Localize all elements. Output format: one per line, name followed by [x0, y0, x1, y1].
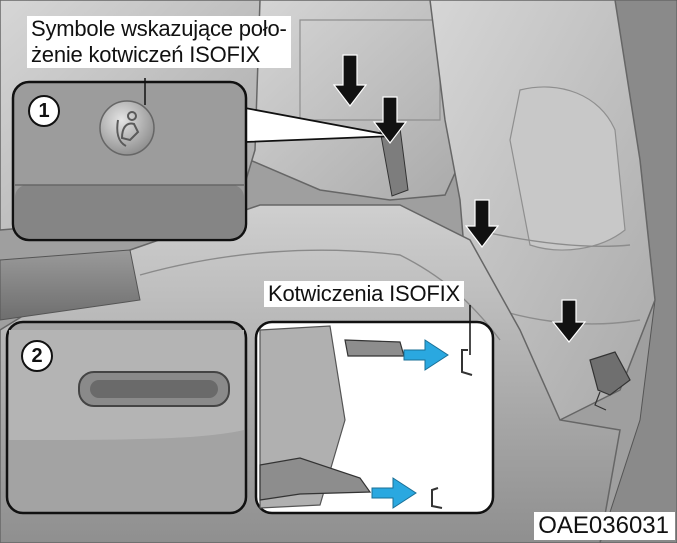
isofix-symbols-label-line2: żenie kotwiczeń ISOFIX: [31, 42, 261, 67]
isofix-anchors-label: Kotwiczenia ISOFIX: [264, 281, 465, 307]
isofix-symbols-label: Symbole wskazujące poło- żenie kotwiczeń…: [27, 16, 291, 68]
arrow-down-icon: [332, 54, 368, 107]
inset-3-anchor-bars: [254, 320, 495, 515]
inset-number-badge: 2: [21, 340, 53, 372]
inset-2-anchor-slot-closeup: [5, 320, 248, 515]
arrow-right-icon: [371, 477, 417, 509]
inset-number-badge: 1: [28, 95, 60, 127]
arrow-right-icon: [403, 339, 449, 371]
isofix-anchor-hook: [431, 487, 443, 509]
figure-code: OAE036031: [534, 512, 675, 540]
child-seat-icon: [116, 111, 140, 147]
arrow-down-icon: [372, 96, 408, 144]
seat-belt-buckle: [589, 351, 631, 396]
isofix-symbols-label-line1: Symbole wskazujące poło-: [31, 16, 287, 41]
inset-1-symbol-closeup: [11, 80, 248, 242]
arrow-down-icon: [551, 299, 587, 343]
arrow-down-icon: [464, 199, 500, 248]
isofix-anchor-hook: [461, 349, 473, 376]
isofix-symbol-button: [99, 100, 155, 156]
